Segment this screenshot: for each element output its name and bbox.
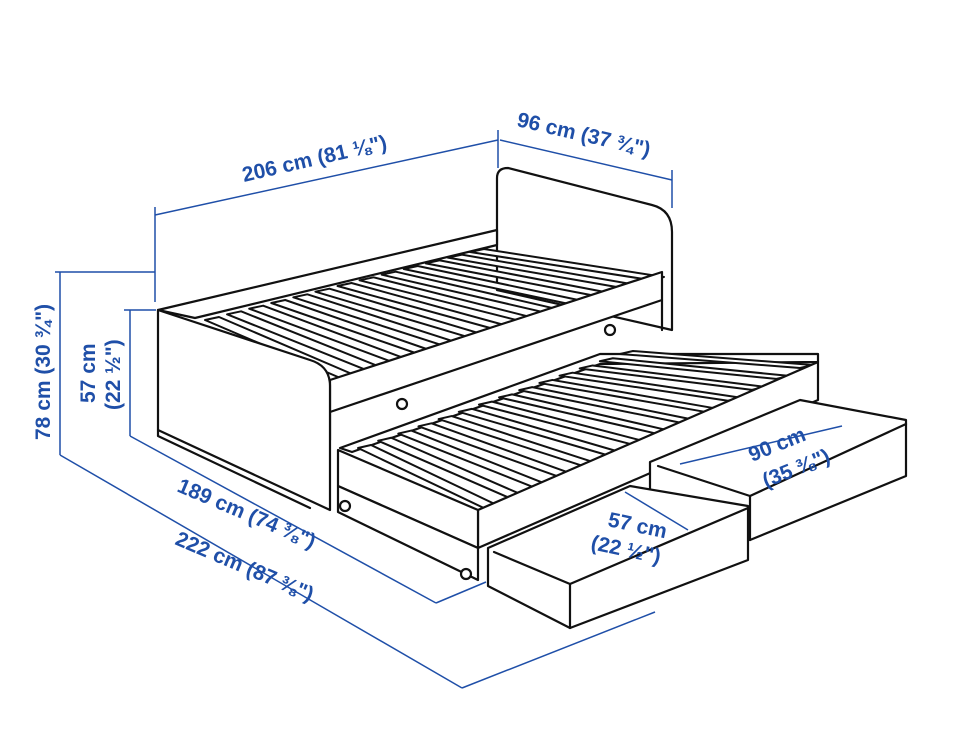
slat — [469, 248, 665, 281]
dimension-lines — [55, 130, 843, 689]
caster-wheel — [338, 499, 352, 513]
label-bed-length: 206 cm (81 ⅛") — [240, 131, 389, 187]
frame-far-rail — [156, 228, 499, 320]
drawer-left — [486, 484, 750, 630]
label-side-height: 57 cm — [77, 343, 100, 403]
trundle-slats — [357, 350, 814, 511]
label-side-height-in: (22 ½") — [102, 339, 125, 410]
label-total-height: 78 cm (30 ¾") — [32, 304, 55, 440]
footboard — [156, 308, 332, 512]
caster-wheel — [459, 567, 473, 581]
trundle-base — [336, 484, 480, 582]
rail-bolt — [603, 323, 617, 337]
daybed-illustration — [156, 166, 908, 630]
rail-bolt — [395, 397, 409, 411]
label-bed-width: 96 cm (37 ¾") — [515, 108, 653, 161]
